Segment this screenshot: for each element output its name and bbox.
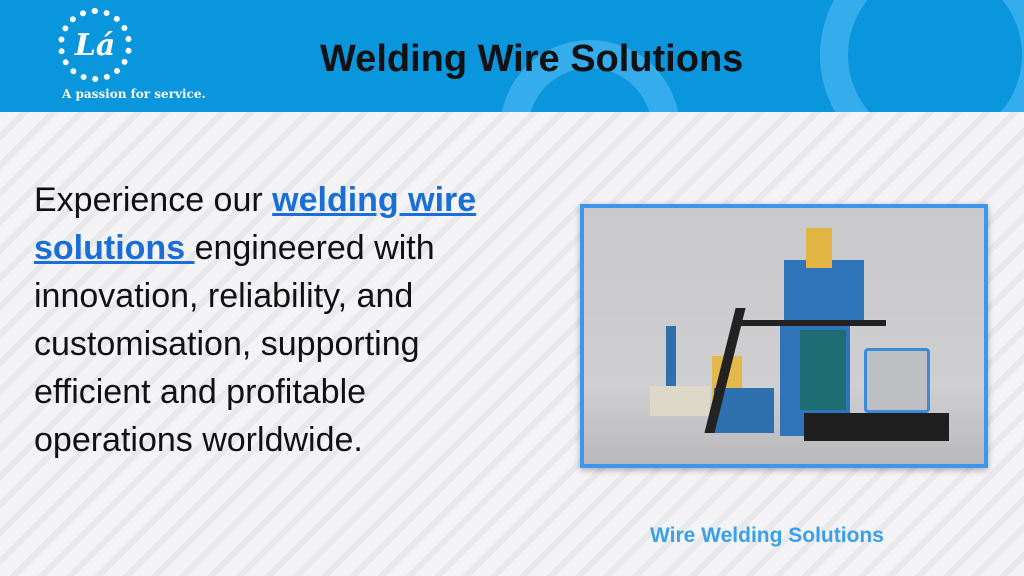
tagline: A passion for service. [62, 87, 206, 101]
image-caption: Wire Welding Solutions [650, 524, 884, 547]
machine-image [580, 204, 988, 468]
decorative-shape [820, 0, 1024, 112]
welding-wire-solutions-link[interactable]: welding wire solutions [34, 181, 477, 267]
header-banner: Lá A passion for service. Welding Wire S… [0, 0, 1024, 112]
page-title: Welding Wire Solutions [320, 38, 744, 80]
company-logo: Lá [58, 8, 132, 82]
intro-paragraph: Experience our welding wire solutions en… [34, 181, 477, 459]
